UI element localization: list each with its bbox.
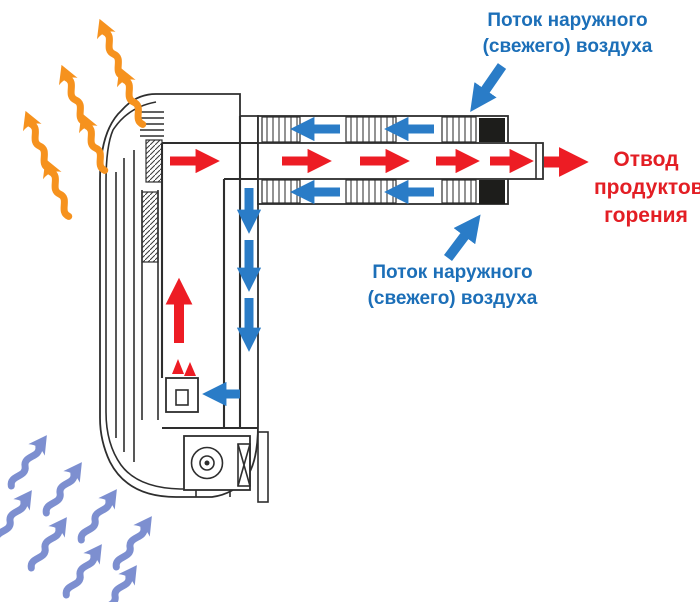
label-line: продуктов — [594, 176, 700, 199]
exhaust-flow-arrows — [165, 147, 589, 343]
heater-unit-drawing — [99, 93, 269, 503]
label-line: Поток наружного — [372, 262, 533, 283]
flue-collector — [145, 139, 163, 183]
label-line: (свежего) воздуха — [482, 36, 653, 57]
label-line: (свежего) воздуха — [367, 288, 538, 309]
fresh-air-flow-arrows — [202, 116, 434, 407]
seal-top — [479, 118, 505, 142]
wall-mount-bracket — [257, 431, 269, 503]
label-line: Отвод — [613, 148, 679, 171]
annotation-arrows — [444, 63, 507, 261]
flame-icon — [172, 359, 196, 376]
label-line: горения — [604, 204, 688, 227]
heater-inner-casing-line — [105, 101, 240, 490]
fan-assembly — [183, 435, 251, 497]
seal-bottom — [479, 180, 505, 204]
burner — [165, 377, 199, 413]
label-exhaust: Отвод продуктов горения — [594, 146, 700, 230]
vent-grille-slits — [140, 111, 164, 137]
fresh-air-top-pointer-arrow — [470, 63, 507, 112]
label-fresh-air-top: Поток наружного (свежего) воздуха — [440, 8, 695, 60]
internal-panel-lines — [115, 150, 159, 462]
label-fresh-air-mid: Поток наружного (свежего) воздуха — [340, 260, 565, 312]
heat-exchanger-fins — [141, 191, 159, 263]
fresh-air-mid-pointer-arrow — [444, 214, 481, 261]
label-line: Поток наружного — [487, 10, 648, 31]
